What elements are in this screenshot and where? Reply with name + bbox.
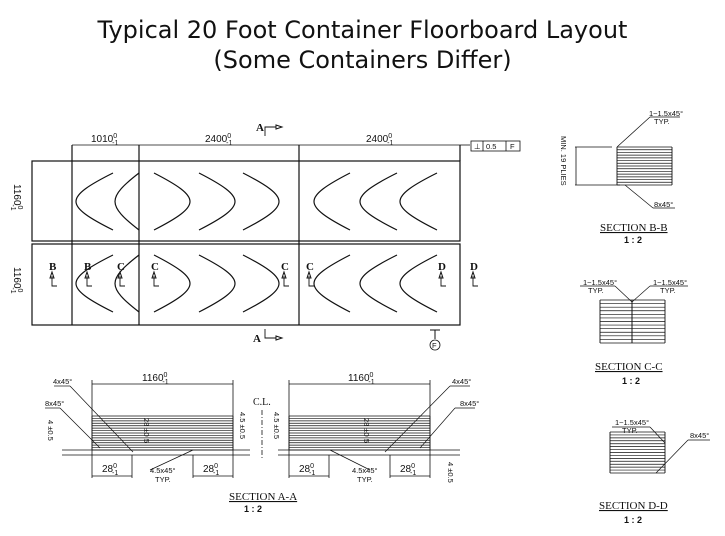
aa-tongue-3: 280-1 — [299, 463, 315, 477]
aa-edge-right: 8x45° — [460, 399, 479, 408]
dd-edge: 8x45° — [690, 431, 709, 440]
svg-text:A: A — [256, 122, 264, 134]
dim-width-top: 11600-1 — [9, 184, 23, 211]
aa-tongue-1: 280-1 — [102, 463, 118, 477]
aa-typ-left: TYP. — [155, 475, 171, 484]
section-cc-scale: 1 : 2 — [622, 376, 640, 386]
section-marker-a-top: A — [256, 122, 284, 136]
svg-text:0.5: 0.5 — [486, 142, 496, 151]
aa-chamfer-right: 4x45° — [452, 377, 471, 386]
cc-typ-right: TYP. — [660, 286, 676, 295]
bb-chamfer: 1~1.5x45° — [649, 109, 683, 118]
aa-tongue-2: 280-1 — [203, 463, 219, 477]
svg-text:C: C — [306, 261, 314, 273]
chevron-mark — [313, 254, 351, 313]
aa-step-left: 4 ±0.5 — [46, 420, 55, 441]
svg-text:C: C — [281, 261, 289, 273]
section-a-a — [45, 380, 475, 478]
plan-view — [31, 144, 470, 326]
aa-chamfer-left: 4x45° — [53, 377, 72, 386]
section-cut-b: B — [84, 261, 92, 287]
chevron-mark — [114, 172, 140, 231]
aa-thickness-left: 28 ±0.5 — [142, 418, 151, 443]
section-b-b — [575, 116, 680, 209]
title-line-1: Typical 20 Foot Container Floorboard Lay… — [97, 16, 628, 44]
dd-typ: TYP. — [622, 426, 638, 435]
chevron-mark — [242, 254, 280, 313]
cc-chamfer-left: 1~1.5x45° — [583, 278, 617, 287]
section-aa-right-plies — [288, 415, 431, 451]
section-bb-title: SECTION B-B — [600, 222, 668, 234]
aa-typ-chamfer-right: 4.5x45° — [352, 466, 378, 475]
aa-gap-right: 4.5 ±0.5 — [272, 412, 281, 439]
section-cut-c: C — [117, 261, 125, 287]
bb-typ: TYP. — [654, 117, 670, 126]
section-cut-c: C — [151, 261, 159, 287]
datum-marker-f: F — [429, 329, 441, 351]
section-cut-d: D — [438, 261, 446, 287]
section-dd-title: SECTION D-D — [599, 500, 668, 512]
chevron-mark — [359, 172, 398, 231]
aa-gap-left: 4.5 ±0.5 — [238, 412, 247, 439]
svg-text:D: D — [470, 261, 478, 273]
section-dd-scale: 1 : 2 — [624, 515, 642, 525]
aa-width-right: 11600-1 — [348, 372, 375, 386]
dim-board-3: 24000-1 — [366, 133, 393, 147]
aa-typ-chamfer-left: 4.5x45° — [150, 466, 176, 475]
dim-board-1: 10100-1 — [91, 133, 118, 147]
chevron-mark — [399, 254, 438, 313]
svg-text:A: A — [253, 333, 261, 345]
chevron-mark — [399, 172, 438, 231]
bb-edge: 8x45° — [654, 200, 673, 209]
chevron-mark — [153, 172, 191, 231]
svg-text:F: F — [510, 142, 515, 151]
chevron-mark — [153, 254, 191, 313]
section-cut-b: B — [49, 261, 57, 287]
bb-plies: MIN. 19 PLIES — [559, 136, 568, 186]
chevron-mark — [198, 172, 236, 231]
svg-text:B: B — [49, 261, 57, 273]
svg-text:D: D — [438, 261, 446, 273]
section-cc-title: SECTION C-C — [595, 361, 663, 373]
aa-thickness-right: 28 ±0.5 — [362, 418, 371, 443]
svg-text:C: C — [117, 261, 125, 273]
section-aa-scale: 1 : 2 — [244, 504, 262, 514]
chevron-mark — [75, 172, 114, 231]
dim-board-2: 24000-1 — [205, 133, 232, 147]
section-c-c — [580, 285, 688, 344]
section-bb-scale: 1 : 2 — [624, 235, 642, 245]
aa-step-right: 4 ±0.5 — [446, 462, 455, 483]
aa-edge-left: 8x45° — [45, 399, 64, 408]
cc-chamfer-right: 1~1.5x45° — [653, 278, 687, 287]
svg-text:B: B — [84, 261, 92, 273]
section-cut-c: C — [281, 261, 289, 287]
tolerance-frame: ⊥ 0.5 F — [470, 140, 521, 152]
dim-width-bottom: 11600-1 — [9, 267, 23, 294]
dd-chamfer: 1~1.5x45° — [615, 418, 649, 427]
aa-tongue-4: 280-1 — [400, 463, 416, 477]
title-line-2: (Some Containers Differ) — [213, 46, 512, 74]
aa-width-left: 11600-1 — [142, 372, 169, 386]
section-cut-d: D — [470, 261, 478, 287]
section-marker-a-bottom: A — [253, 329, 284, 345]
chevron-mark — [313, 172, 351, 231]
section-cut-c: C — [306, 261, 314, 287]
svg-text:F: F — [432, 341, 437, 350]
chevron-markings — [75, 172, 438, 313]
svg-text:C: C — [151, 261, 159, 273]
section-aa-left-plies — [91, 415, 234, 451]
chevron-mark — [75, 254, 114, 313]
chevron-mark — [114, 254, 140, 313]
aa-typ-right: TYP. — [357, 475, 373, 484]
svg-text:⊥: ⊥ — [474, 142, 481, 151]
chevron-mark — [198, 254, 236, 313]
chevron-mark — [359, 254, 398, 313]
chevron-mark — [242, 172, 280, 231]
centerline-label: C.L. — [253, 397, 271, 408]
cc-typ-left: TYP. — [588, 286, 604, 295]
section-d-d — [609, 426, 710, 474]
section-aa-title: SECTION A-A — [229, 491, 297, 503]
